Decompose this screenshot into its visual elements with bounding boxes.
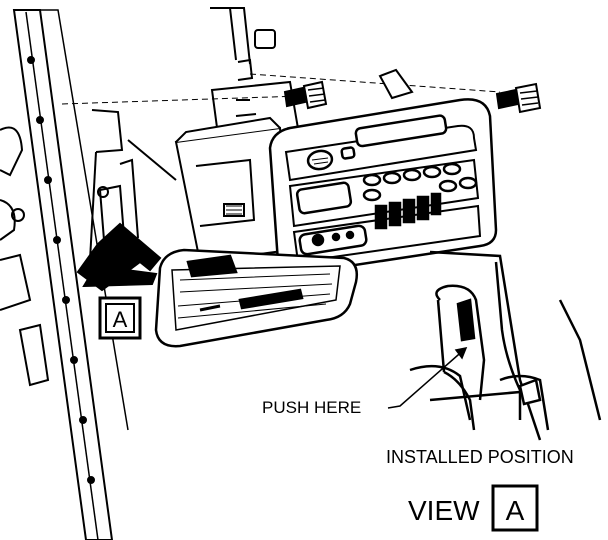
lower-drawer-unit bbox=[154, 248, 358, 348]
push-here-leader bbox=[387, 346, 468, 409]
view-box-letter: A bbox=[506, 495, 525, 526]
left-mounting-rail bbox=[0, 9, 129, 540]
view-marker-label: A bbox=[113, 307, 128, 332]
alignment-lines bbox=[61, 73, 501, 105]
top-clip bbox=[378, 68, 414, 100]
installed-position-detail bbox=[409, 250, 602, 441]
view-a-title: VIEW A bbox=[408, 484, 539, 532]
view-a-arrow bbox=[76, 222, 162, 292]
view-word-label: VIEW bbox=[408, 495, 480, 526]
installed-position-label: INSTALLED POSITION bbox=[386, 447, 574, 467]
view-a-callout: A bbox=[98, 296, 142, 340]
radio-chassis bbox=[174, 116, 292, 264]
mounting-screw-left bbox=[283, 80, 328, 110]
radio-faceplate bbox=[268, 98, 498, 276]
push-here-label: PUSH HERE bbox=[262, 398, 361, 417]
mounting-screw-right bbox=[495, 82, 542, 114]
